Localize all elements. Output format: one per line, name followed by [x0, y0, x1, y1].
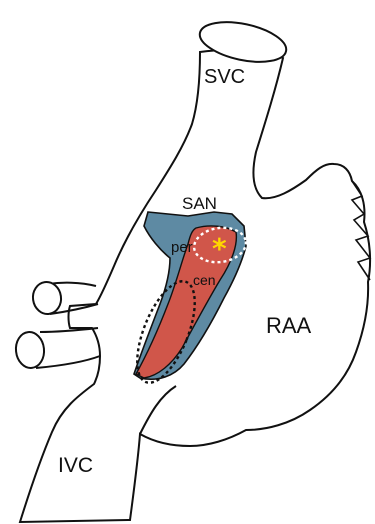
label-per: per: [171, 239, 193, 256]
label-ivc: IVC: [58, 454, 93, 477]
label-svc: SVC: [204, 66, 245, 88]
label-san: SAN: [182, 194, 217, 213]
pacemaker-star: *: [212, 232, 227, 265]
left-vessel-lower-opening: [14, 331, 46, 370]
left-vessel-lower: [40, 328, 98, 332]
left-vessel-upper-opening: [31, 280, 63, 316]
label-raa: RAA: [266, 313, 312, 338]
left-vessel-lower-lower-edge: [36, 356, 100, 368]
label-cen: cen: [193, 272, 216, 288]
